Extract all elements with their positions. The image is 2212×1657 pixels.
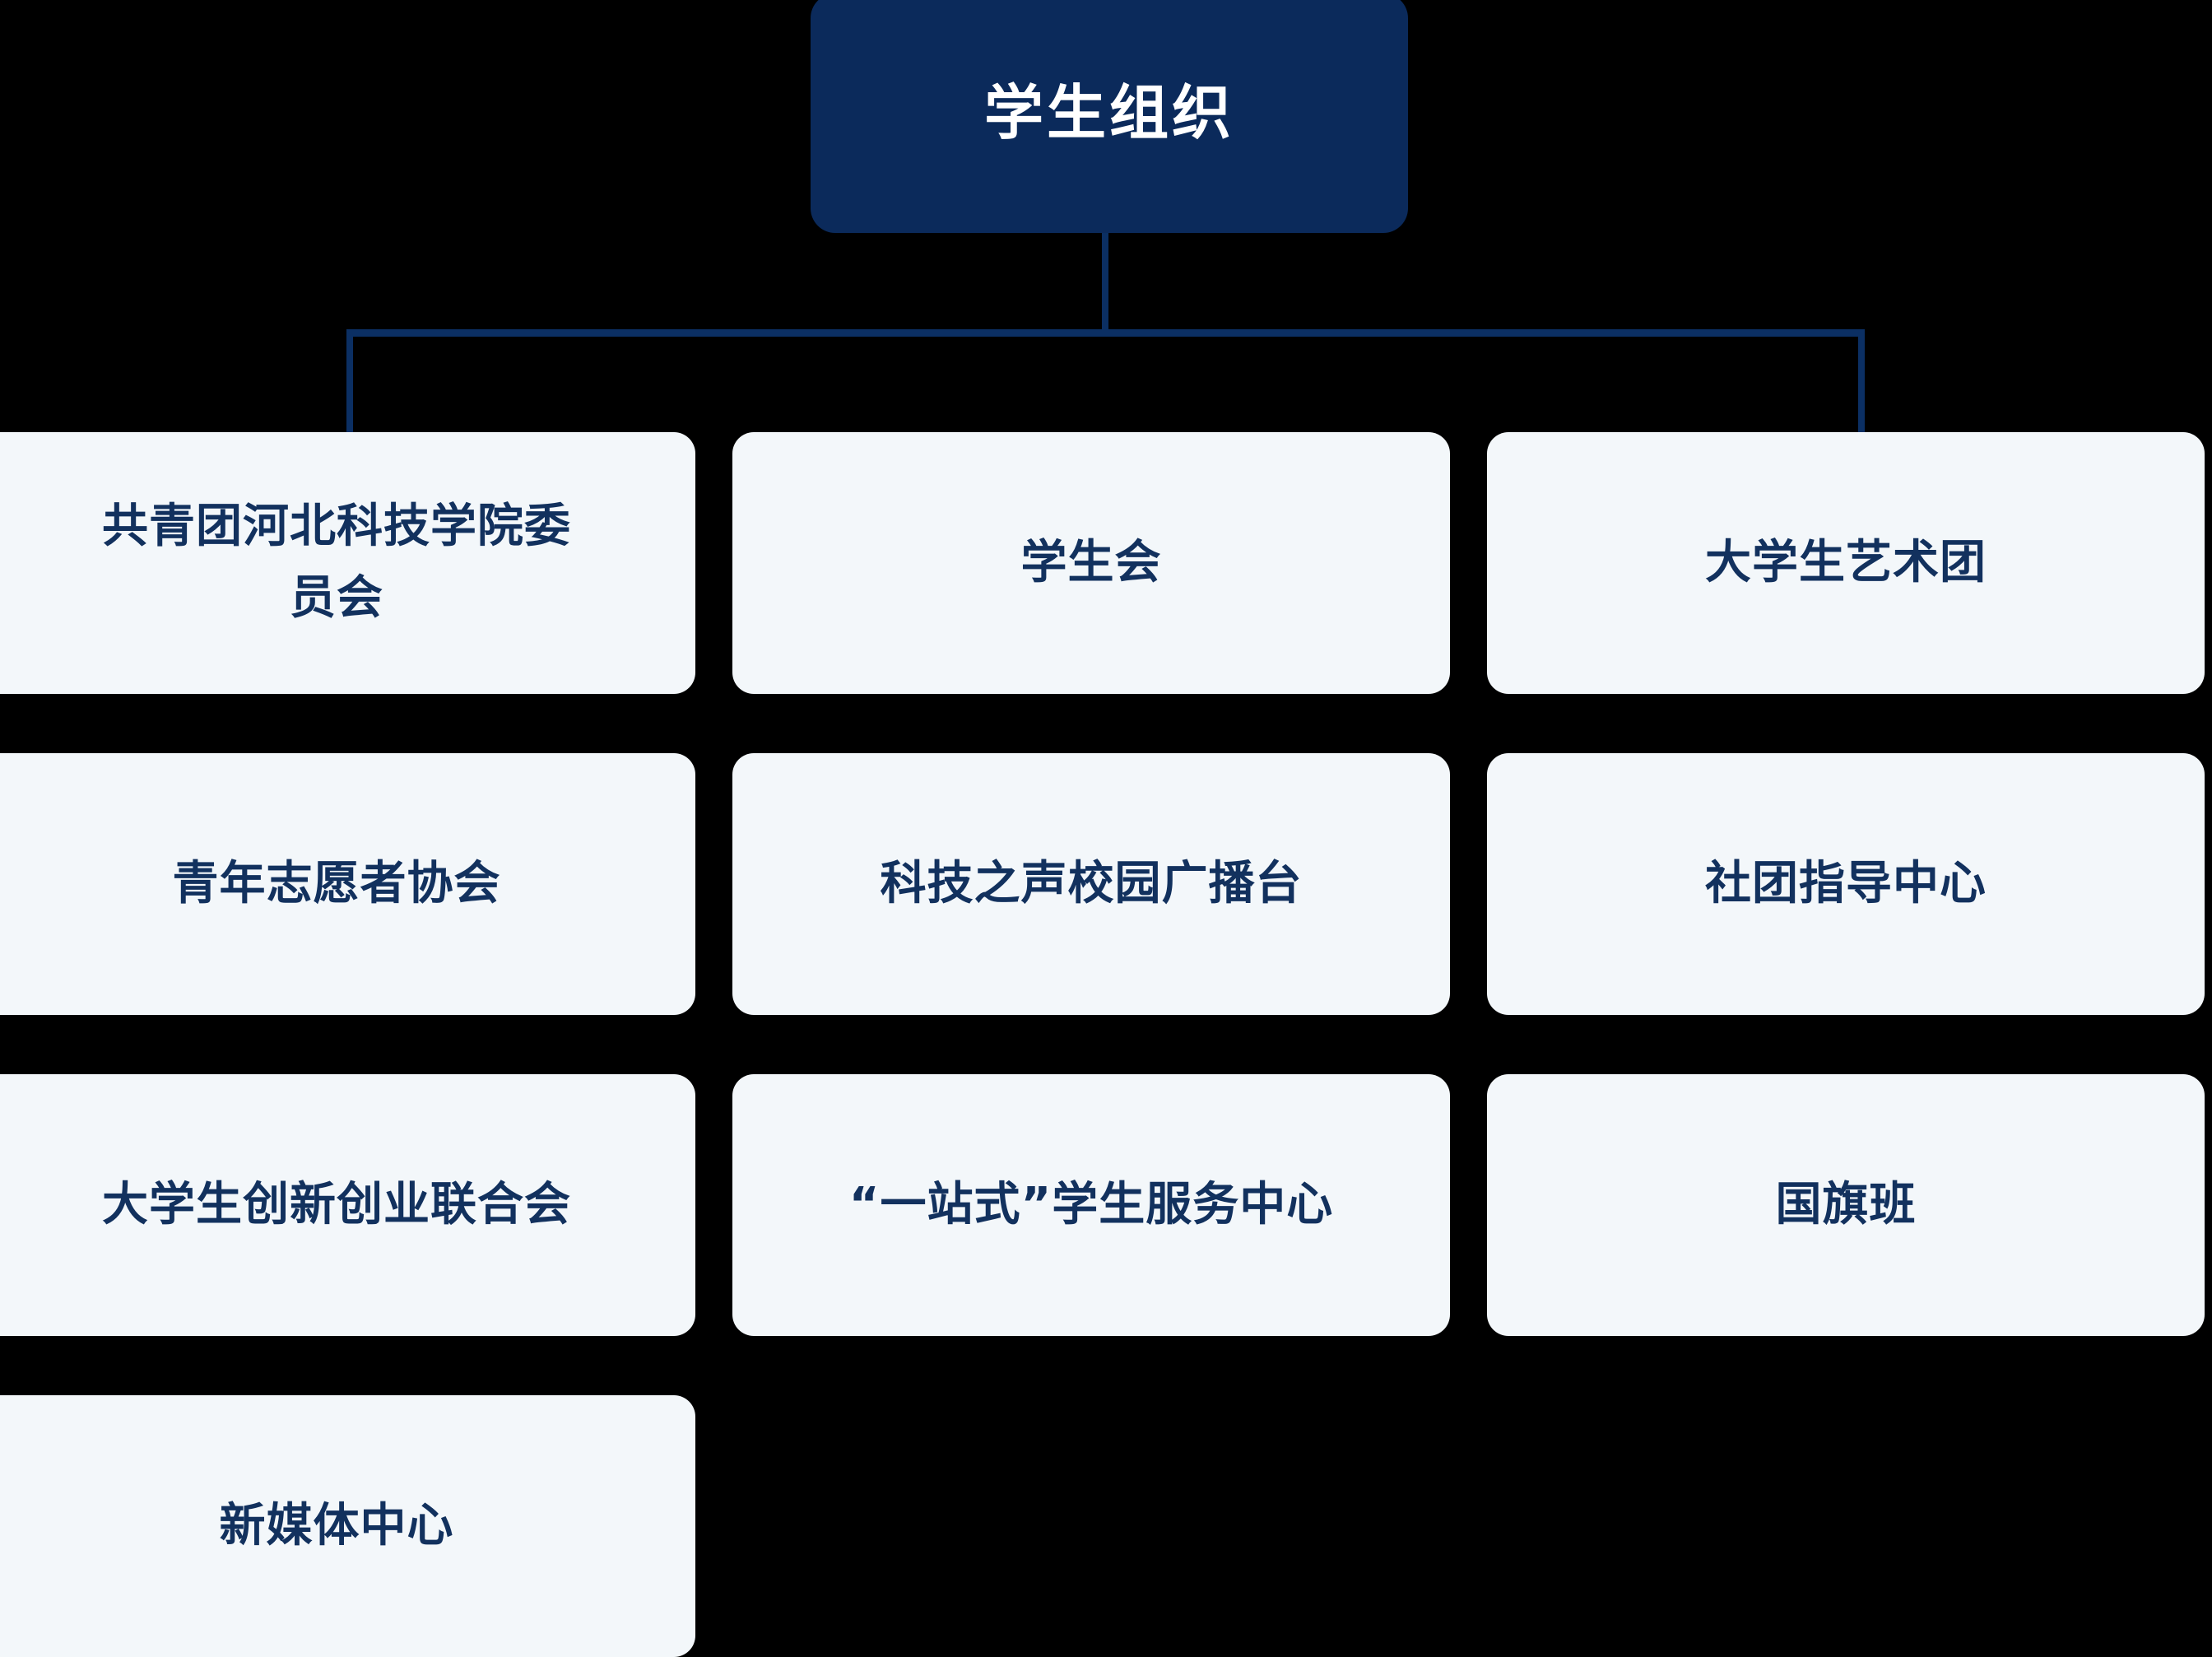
org-node-card[interactable]: “一站式”学生服务中心 <box>732 1074 1450 1336</box>
org-node-label: 青年志愿者协会 <box>172 856 501 910</box>
org-node-card[interactable]: 科技之声校园广播台 <box>732 753 1450 1015</box>
connector-drop-left <box>346 333 353 434</box>
org-node-label: 大学生艺术团 <box>1705 535 1987 589</box>
org-node-label: 大学生创新创业联合会 <box>102 1177 571 1231</box>
grid-empty-cell <box>732 1395 1450 1657</box>
org-node-card[interactable]: 共青团河北科技学院委员会 <box>0 432 695 694</box>
connector-root-stem <box>1102 233 1108 336</box>
org-root-node[interactable]: 学生组织 <box>811 0 1408 233</box>
org-node-card[interactable]: 大学生创新创业联合会 <box>0 1074 695 1336</box>
org-node-grid: 共青团河北科技学院委员会 学生会 大学生艺术团 青年志愿者协会 科技之声校园广播… <box>0 432 2212 1657</box>
org-node-label: 国旗班 <box>1775 1177 1917 1231</box>
org-node-card[interactable]: 青年志愿者协会 <box>0 753 695 1015</box>
grid-empty-cell <box>1487 1395 2205 1657</box>
connector-drop-right <box>1858 333 1865 434</box>
org-node-label: 新媒体中心 <box>219 1498 454 1552</box>
org-node-card[interactable]: 大学生艺术团 <box>1487 432 2205 694</box>
org-node-label: 科技之声校园广播台 <box>880 856 1303 910</box>
org-node-card[interactable]: 国旗班 <box>1487 1074 2205 1336</box>
org-node-label: 学生会 <box>1020 535 1162 589</box>
org-node-card[interactable]: 新媒体中心 <box>0 1395 695 1657</box>
org-node-label: “一站式”学生服务中心 <box>848 1177 1334 1231</box>
org-root-label: 学生组织 <box>983 78 1234 148</box>
connector-horizontal-spine <box>346 329 1865 337</box>
org-node-label: 社团指导中心 <box>1705 856 1987 910</box>
org-node-card[interactable]: 社团指导中心 <box>1487 753 2205 1015</box>
org-node-label: 共青团河北科技学院委员会 <box>102 500 571 625</box>
org-node-card[interactable]: 学生会 <box>732 432 1450 694</box>
